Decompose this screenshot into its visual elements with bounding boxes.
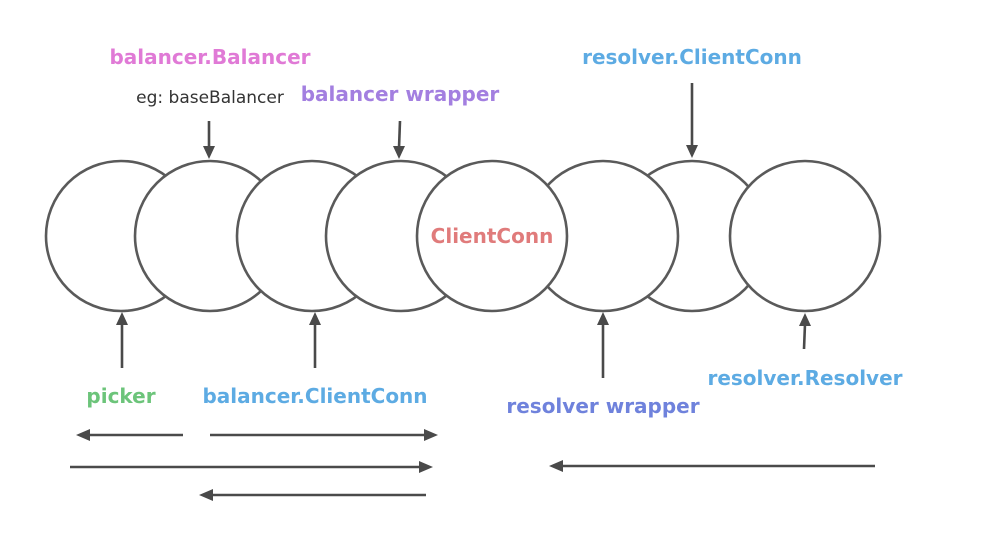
label-balancer-wrapper: balancer wrapper — [301, 82, 500, 106]
arrow-resolver-clientconn-down — [686, 83, 698, 158]
label-resolver-resolver: resolver.Resolver — [707, 366, 902, 390]
label-clientconn: ClientConn — [431, 224, 554, 248]
arrow-resolver-resolver-up — [799, 313, 811, 350]
flow-arrow-left-2 — [199, 489, 426, 501]
arrow-resolver-wrapper-up — [597, 312, 609, 378]
resolver-resolver-circle — [728, 159, 882, 313]
arrow-balancer-balancer-down — [203, 121, 215, 159]
label-balancer-balancer: balancer.Balancer — [109, 45, 310, 69]
flow-arrow-right-2 — [70, 461, 433, 473]
clientconn-circle — [415, 159, 569, 313]
arrow-balancer-wrapper-down — [393, 120, 405, 159]
arrow-picker-up — [116, 312, 128, 368]
label-picker: picker — [86, 384, 155, 408]
flow-arrow-left-1 — [76, 429, 183, 441]
label-eg-base-balancer: eg: baseBalancer — [136, 88, 284, 108]
flow-arrow-right-1 — [210, 429, 438, 441]
label-resolver-wrapper: resolver wrapper — [506, 394, 699, 418]
label-balancer-clientconn: balancer.ClientConn — [202, 384, 427, 408]
flow-arrow-left-3 — [549, 460, 875, 472]
label-resolver-clientconn: resolver.ClientConn — [582, 45, 802, 69]
arrow-balancer-clientconn-up — [309, 312, 321, 368]
